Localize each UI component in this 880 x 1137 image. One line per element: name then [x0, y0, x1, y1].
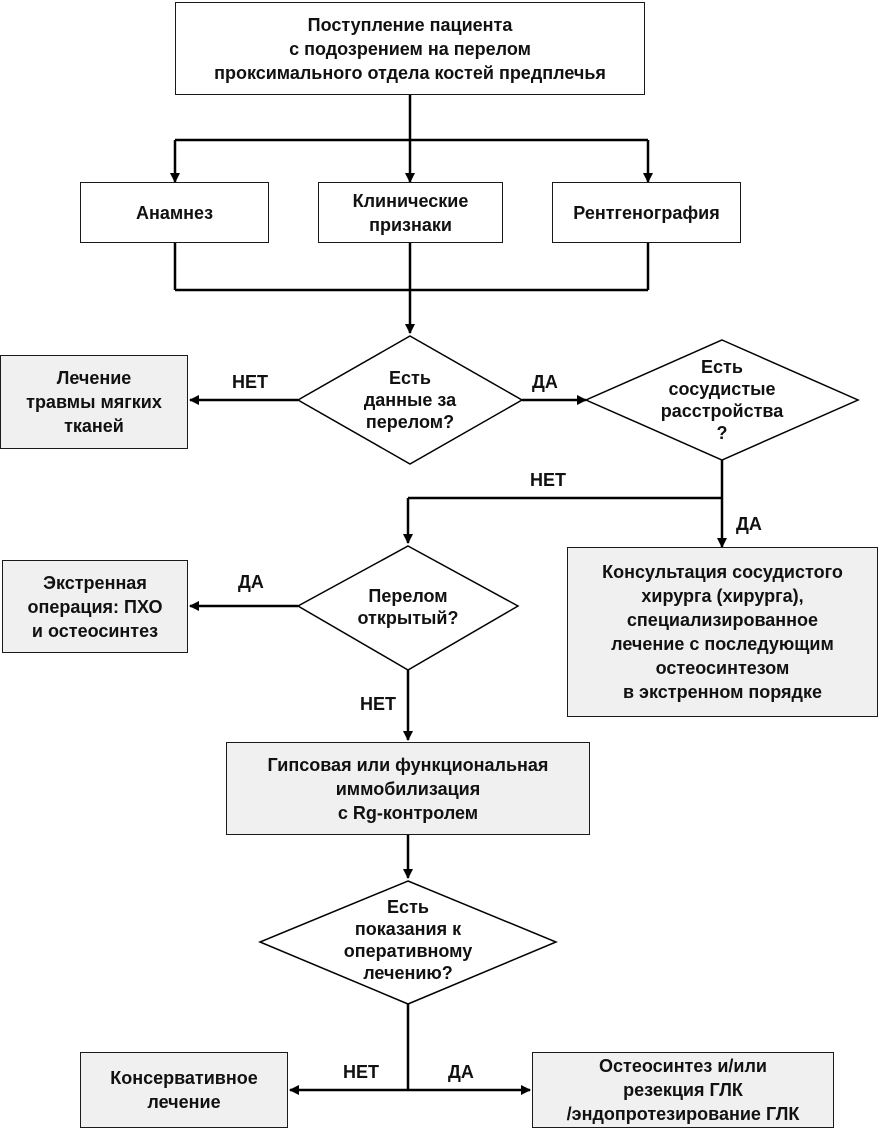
decision-vascular-text: Есть сосудистые расстройства ?	[660, 357, 784, 443]
decision-surgery-text: Есть показания к оперативному лечению?	[343, 897, 473, 983]
clinical-signs-text: Клинические признаки	[352, 190, 469, 235]
label-yes-surgery: ДА	[448, 1062, 474, 1082]
label-no-open: НЕТ	[360, 694, 396, 714]
label-yes-open: ДА	[238, 572, 264, 592]
osteosynthesis-text: Остеосинтез и/или резекция ГЛК /эндопрот…	[566, 1056, 800, 1124]
label-yes-fracture: ДА	[532, 372, 558, 392]
soft-tissue-text: Лечение травмы мягких тканей	[26, 368, 162, 436]
soft-tissue-box: Лечение травмы мягких тканей	[0, 355, 188, 449]
anamnesis-text: Анамнез	[135, 202, 214, 223]
vascular-consult-box: Консультация сосудистого хирурга (хирург…	[567, 547, 878, 717]
vascular-consult-text: Консультация сосудистого хирурга (хирург…	[602, 562, 843, 702]
anamnesis-box: Анамнез	[80, 182, 269, 243]
decision-fracture-diamond	[296, 335, 524, 465]
immobilization-box: Гипсовая или функциональная иммобилизаци…	[226, 742, 590, 835]
decision-surgery-diamond	[258, 880, 558, 1005]
xray-text: Рентгенография	[573, 202, 720, 223]
decision-open-diamond	[296, 545, 520, 671]
label-no-surgery: НЕТ	[343, 1062, 379, 1082]
label-no-vascular: НЕТ	[530, 470, 566, 490]
clinical-signs-box: Клинические признаки	[318, 182, 503, 243]
immobilization-text: Гипсовая или функциональная иммобилизаци…	[267, 754, 549, 823]
label-yes-vascular: ДА	[736, 514, 762, 534]
xray-box: Рентгенография	[552, 182, 741, 243]
conservative-text: Консервативное лечение	[110, 1068, 258, 1112]
emergency-op-box: Экстренная операция: ПХО и остеосинтез	[2, 560, 188, 653]
label-no-fracture: НЕТ	[232, 372, 268, 392]
conservative-box: Консервативное лечение	[80, 1052, 288, 1128]
decision-open-text: Перелом открытый?	[357, 586, 459, 628]
decision-fracture-text: Есть данные за перелом?	[363, 368, 457, 432]
emergency-op-text: Экстренная операция: ПХО и остеосинтез	[27, 572, 163, 641]
decision-vascular-diamond	[584, 339, 860, 461]
start-text: Поступление пациента с подозрением на пе…	[214, 14, 606, 83]
osteosynthesis-box: Остеосинтез и/или резекция ГЛК /эндопрот…	[532, 1052, 834, 1128]
start-box: Поступление пациента с подозрением на пе…	[175, 2, 645, 95]
